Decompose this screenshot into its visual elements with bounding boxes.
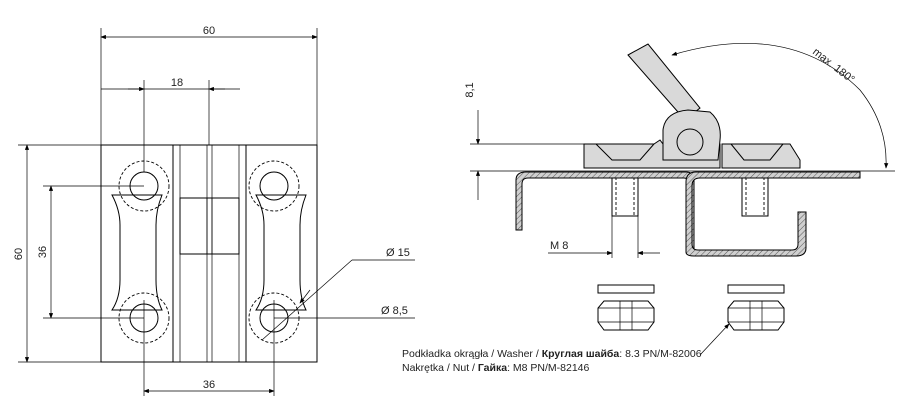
dim-counterbore-dia: Ø 15: [386, 247, 410, 259]
front-view: 60 18 60 36 36 Ø 15 Ø 8,5: [13, 25, 415, 396]
nut-code: : M8 PN/M-82146: [507, 362, 590, 374]
dim-rotation: max. 180°: [810, 46, 857, 86]
legend-washer: Podkładka okrągła / Washer / Круглая шай…: [402, 348, 702, 360]
washer-nut-right: [727, 284, 785, 331]
washer-right: [727, 284, 785, 294]
right-leaf-pocket: [255, 194, 307, 311]
counterbore-top-right: [248, 160, 300, 212]
washer-left: [597, 284, 655, 294]
side-view: 8,1 M 8 max. 180°: [464, 42, 895, 356]
dim-overall-width: 60: [203, 25, 215, 37]
nut-left: [597, 300, 655, 331]
left-leaf-pocket: [111, 194, 163, 311]
legend-nut: Nakrętka / Nut / Гайка: M8 PN/M-82146: [402, 362, 589, 374]
washer-label-ru: Круглая шайба: [541, 348, 620, 360]
washer-nut-left: [597, 284, 655, 331]
dim-thread: M 8: [550, 240, 568, 252]
counterbore-bottom-left: [118, 292, 170, 344]
knuckle-profile: [662, 109, 721, 161]
nut-right: [727, 300, 785, 331]
dim-slot-offset: 18: [171, 77, 183, 89]
leaf-rotated: [627, 43, 701, 121]
dim-leaf-thickness: 8,1: [464, 82, 476, 97]
hole-top-right: [259, 171, 289, 201]
mounting-profile-right: [685, 171, 861, 257]
rotation-arc: [671, 42, 889, 169]
nut-label: Nakrętka / Nut /: [402, 362, 478, 374]
dim-hole-pitch-horizontal: 36: [203, 379, 215, 391]
dim-overall-height: 60: [13, 248, 25, 260]
dim-hole-dia: Ø 8,5: [381, 305, 408, 317]
nut-label-ru: Гайка: [477, 362, 508, 374]
mounting-profile-left: [515, 171, 695, 249]
knuckle-segment-center: [179, 197, 240, 255]
washer-label: Podkładka okrągła / Washer /: [402, 348, 542, 360]
dim-hole-pitch-vertical: 36: [37, 246, 49, 258]
washer-code: : 8.3 PN/M-82006: [619, 348, 702, 360]
